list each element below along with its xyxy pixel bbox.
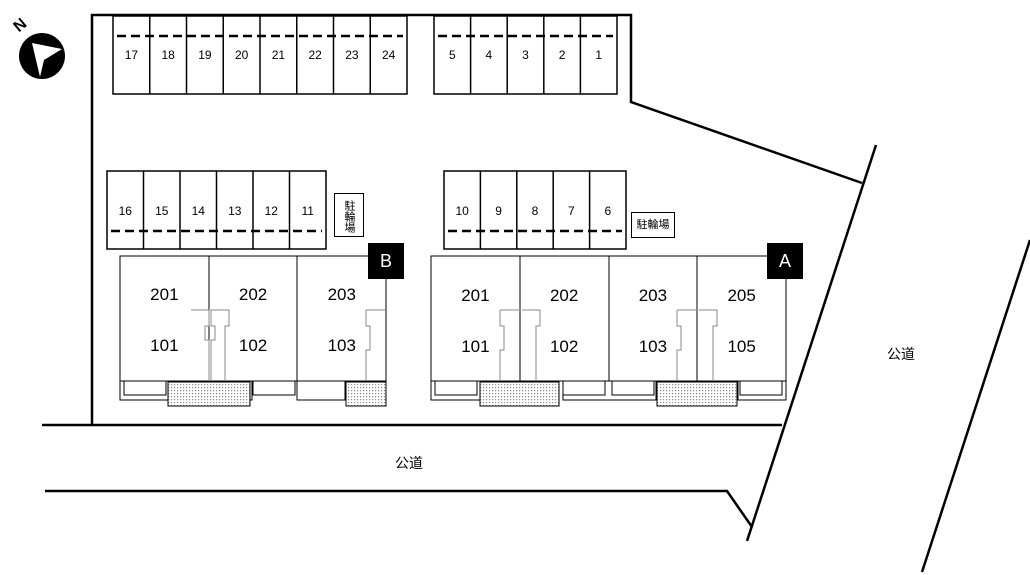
east-road-edge-inner — [745, 144, 878, 542]
parking-space-label: 5 — [448, 48, 456, 62]
parking-space-label: 24 — [381, 48, 396, 62]
parking-space-label: 23 — [345, 48, 359, 62]
unit-number: 101 — [461, 337, 490, 356]
bicycle-parking-b: 駐輪場 — [334, 193, 364, 237]
east-road-label: 公道 — [887, 346, 915, 362]
building-a — [430, 255, 787, 407]
parking-space-label: 21 — [271, 48, 286, 62]
parking-space-label: 14 — [191, 204, 205, 218]
unit-number: 103 — [638, 337, 668, 356]
parking-top-left — [112, 15, 408, 95]
parking-space-label: 15 — [155, 204, 169, 218]
parking-space-label: 3 — [522, 48, 529, 62]
parking-space-label: 6 — [604, 204, 612, 218]
parking-mid-left — [106, 170, 327, 250]
parking-space-label: 18 — [161, 48, 175, 62]
building-a-badge: A — [767, 243, 803, 279]
building-b — [119, 255, 387, 407]
parking-space-label: 13 — [228, 204, 242, 218]
unit-number: 202 — [238, 285, 268, 304]
parking-space-label: 8 — [531, 204, 539, 218]
parking-space-label: 17 — [124, 48, 139, 62]
bicycle-parking-a: 駐輪場 — [631, 212, 675, 238]
parking-space-label: 2 — [558, 48, 566, 62]
property-boundary — [90, 13, 863, 424]
parking-top-right — [433, 15, 618, 95]
parking-space-label: 12 — [264, 204, 278, 218]
parking-space-label: 19 — [198, 48, 212, 62]
unit-number: 103 — [327, 336, 356, 355]
parking-space-label: 4 — [485, 48, 493, 62]
parking-mid-right — [443, 170, 627, 250]
parking-space-label: 1 — [595, 48, 603, 62]
parking-space-label: 16 — [118, 204, 132, 218]
parking-space-label: 11 — [301, 204, 314, 218]
unit-number: 102 — [238, 336, 268, 355]
unit-number: 202 — [549, 286, 579, 305]
parking-space-label: 7 — [568, 204, 575, 218]
south-road-label: 公道 — [395, 455, 423, 471]
unit-number: 101 — [150, 336, 179, 355]
parking-space-label: 10 — [455, 204, 469, 218]
parking-space-label: 22 — [308, 48, 322, 62]
south-road-edge-outer — [45, 489, 754, 528]
unit-number: 201 — [150, 285, 179, 304]
parking-rows — [106, 15, 627, 250]
unit-number: 203 — [638, 286, 668, 305]
east-road-edge-outer — [920, 239, 1030, 573]
compass-icon — [19, 33, 65, 79]
unit-number: 102 — [549, 337, 579, 356]
unit-number: 105 — [727, 337, 756, 356]
unit-number: 203 — [327, 285, 356, 304]
parking-space-label: 20 — [234, 48, 249, 62]
unit-number: 205 — [727, 286, 756, 305]
building-b-badge: B — [368, 243, 404, 279]
unit-number: 201 — [461, 286, 490, 305]
parking-space-label: 9 — [495, 204, 502, 218]
